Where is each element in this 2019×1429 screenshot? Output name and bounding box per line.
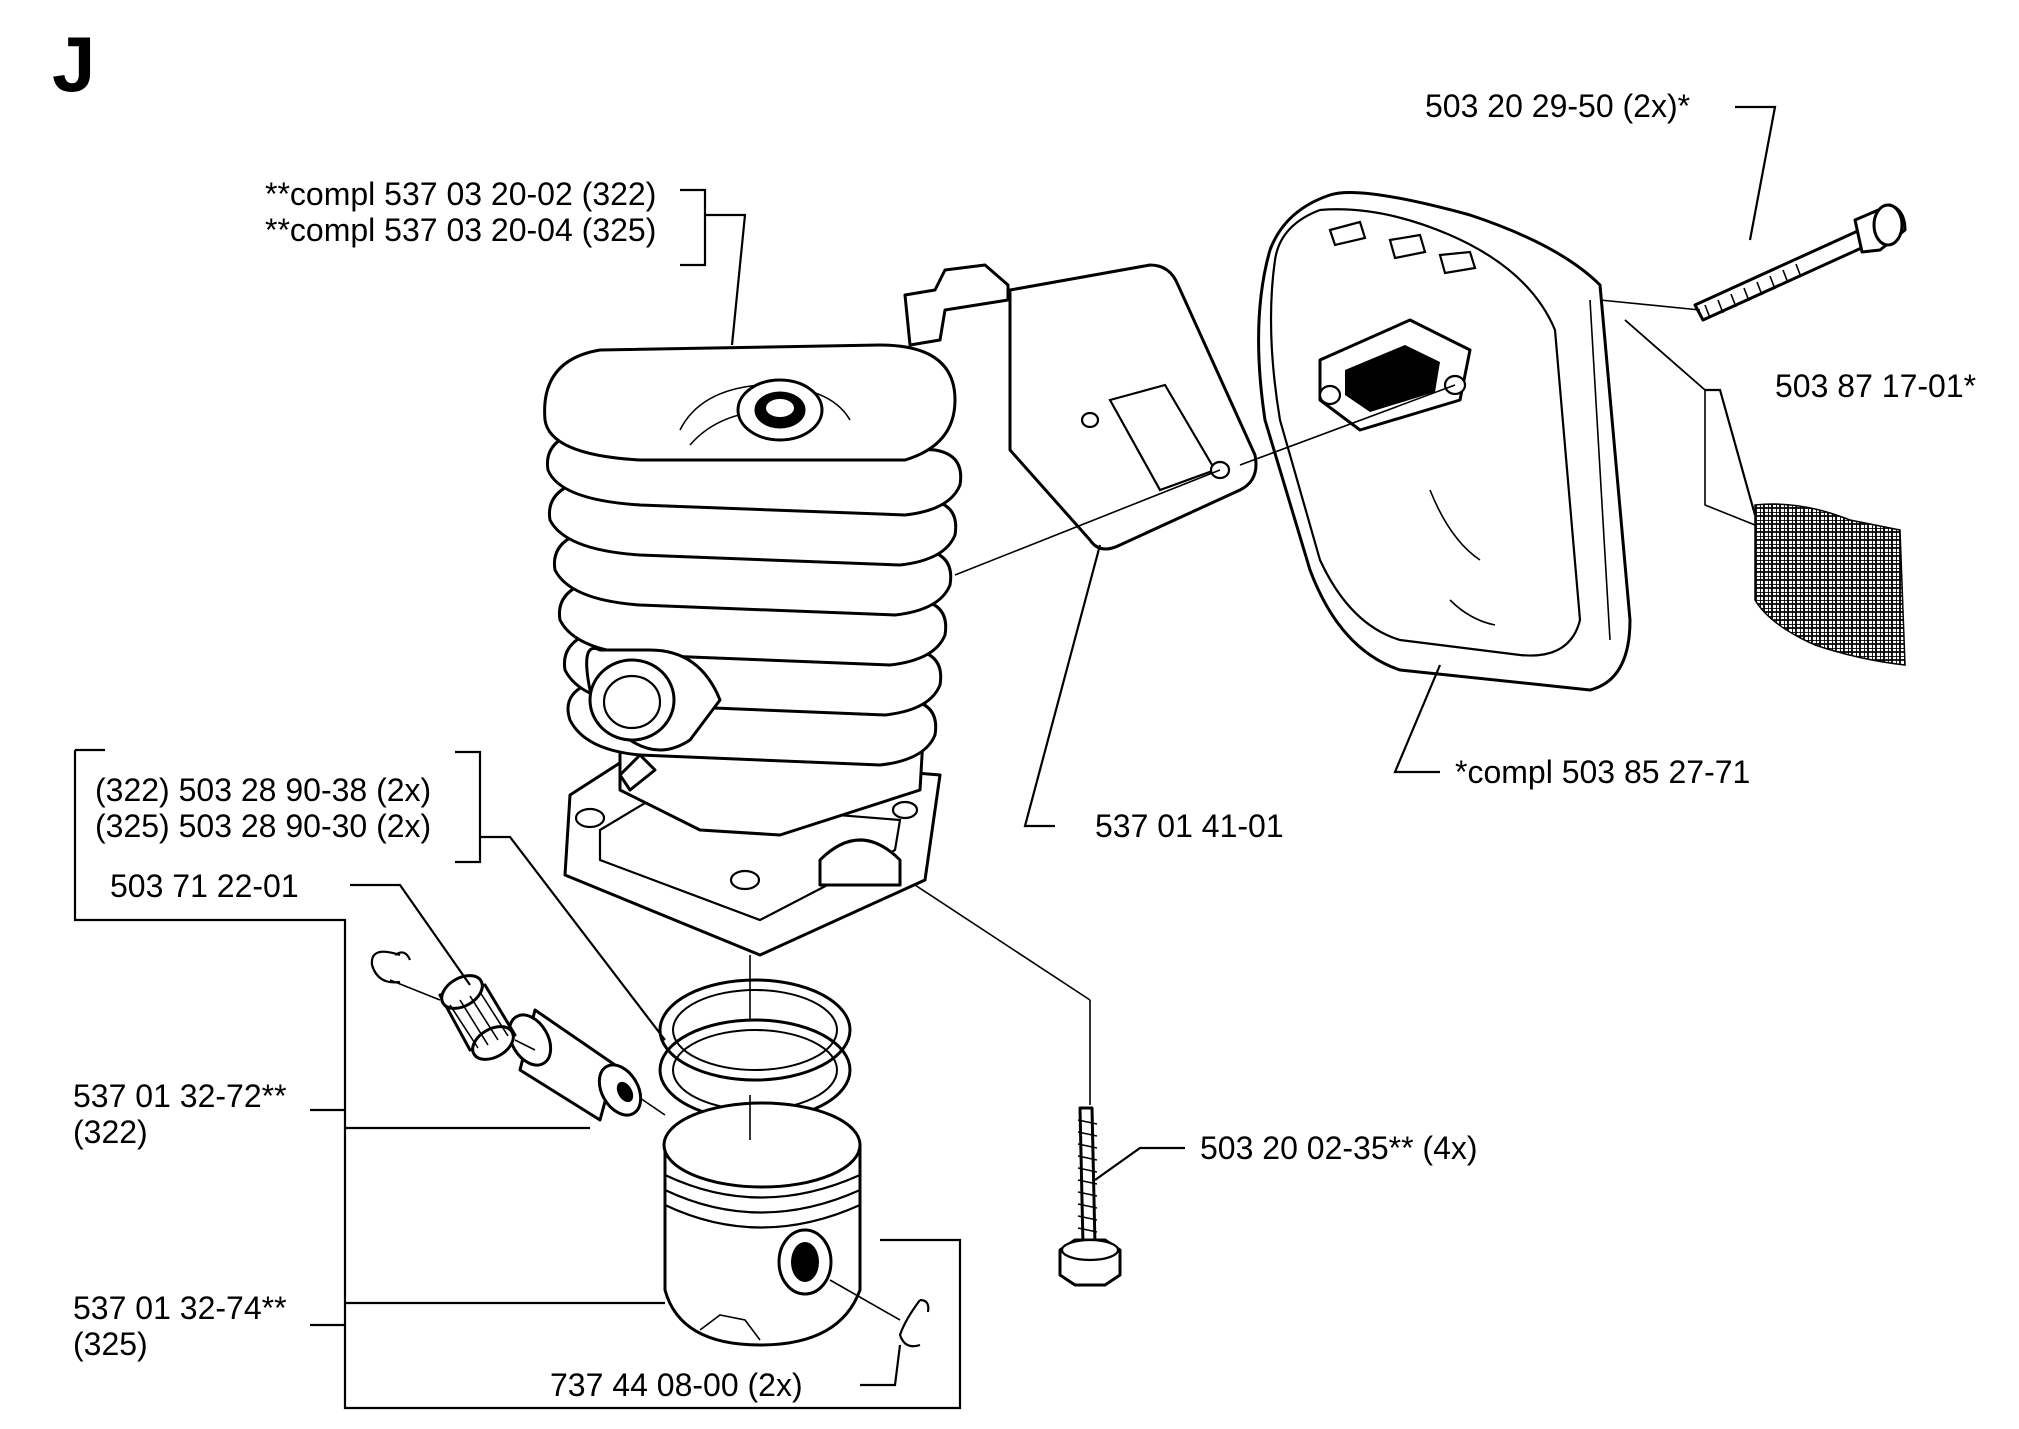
needle-bearing-icon bbox=[438, 974, 517, 1061]
piston-pin-icon bbox=[507, 1008, 643, 1122]
assembly-lines bbox=[389, 299, 1701, 1321]
label-circlip: 737 44 08-00 (2x) bbox=[550, 1367, 803, 1403]
circlip-icon bbox=[370, 950, 930, 1348]
label-gasket: 537 01 41-01 bbox=[1095, 808, 1284, 844]
muffler-gasket-icon bbox=[903, 263, 1258, 551]
label-needle-bearing: 503 71 22-01 bbox=[110, 868, 299, 904]
label-muffler: *compl 503 85 27-71 bbox=[1455, 754, 1751, 790]
muffler-bolt-icon bbox=[1693, 203, 1907, 322]
muffler-icon bbox=[1257, 191, 1632, 692]
label-piston-322-model: (322) bbox=[73, 1114, 148, 1150]
label-piston-322-part: 537 01 32-72** bbox=[73, 1078, 287, 1114]
label-spark-screen: 503 87 17-01* bbox=[1775, 368, 1977, 404]
piston-icon bbox=[662, 1101, 862, 1347]
section-letter: J bbox=[52, 20, 96, 108]
leader-lines bbox=[73, 105, 1777, 1410]
label-rings-322: (322) 503 28 90-38 (2x) bbox=[95, 772, 432, 808]
piston-rings-icon bbox=[658, 978, 852, 1122]
label-piston-325-part: 537 01 32-74** bbox=[73, 1290, 287, 1326]
label-base-screw: 503 20 02-35** (4x) bbox=[1200, 1130, 1478, 1166]
base-screw-icon bbox=[1058, 1106, 1122, 1287]
spark-arrestor-screen-icon bbox=[1754, 503, 1906, 666]
label-cylinder-322: **compl 537 03 20-02 (322) bbox=[265, 176, 657, 212]
label-muffler-bolt: 503 20 29-50 (2x)* bbox=[1425, 88, 1691, 124]
label-rings-325: (325) 503 28 90-30 (2x) bbox=[95, 808, 432, 844]
label-cylinder-325: **compl 537 03 20-04 (325) bbox=[265, 212, 657, 248]
cylinder-icon bbox=[543, 343, 963, 957]
label-piston-325-model: (325) bbox=[73, 1326, 148, 1362]
